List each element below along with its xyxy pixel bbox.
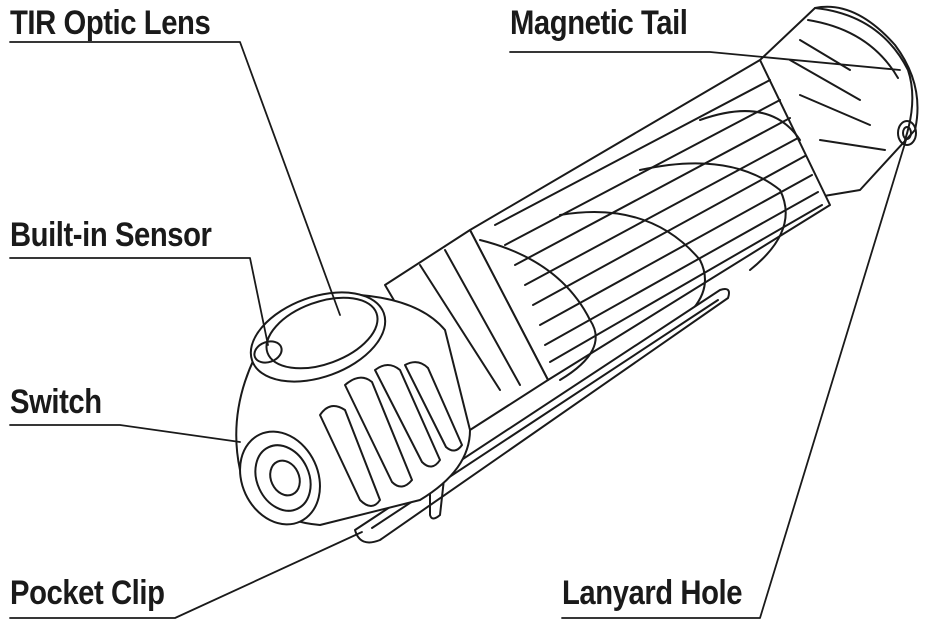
leader-lanyard-hole: [561, 139, 907, 619]
ribbed-body: [469, 59, 831, 381]
switch-label: Switch: [10, 383, 102, 421]
leader-built-in-sensor: [9, 257, 269, 346]
leader-magnetic-tail: [509, 51, 901, 71]
leader-pocket-clip: [9, 531, 363, 619]
leader-switch: [9, 424, 241, 443]
pocket-clip-label: Pocket Clip: [10, 574, 165, 612]
magnetic-tail-label: Magnetic Tail: [510, 4, 688, 42]
tir-optic-lens: [249, 291, 387, 383]
sensor-window: [253, 340, 283, 364]
built-in-sensor-label: Built-in Sensor: [10, 216, 212, 254]
leader-tir-optic-lens: [9, 41, 341, 316]
tir-optic-lens-label: TIR Optic Lens: [10, 4, 211, 42]
tail-switch: [239, 430, 321, 526]
lanyard-hole-label: Lanyard Hole: [562, 574, 743, 612]
